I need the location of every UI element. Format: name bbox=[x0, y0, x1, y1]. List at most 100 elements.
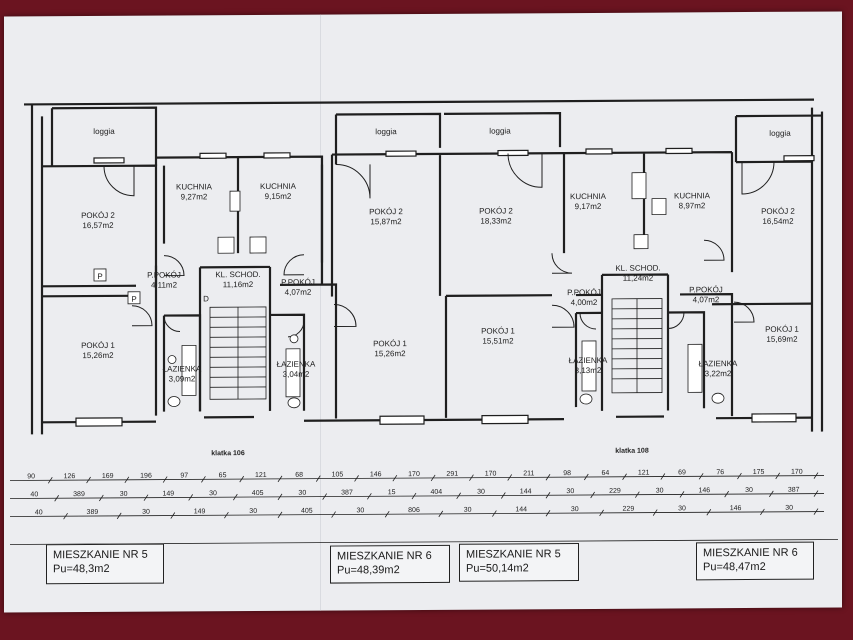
apartment-name: MIESZKANIE NR 5 bbox=[466, 548, 561, 561]
dimension-value: 30 bbox=[745, 487, 753, 494]
dimension-tick bbox=[724, 490, 729, 498]
dimension-value: 144 bbox=[520, 488, 532, 495]
room-area: 3,13m2 bbox=[575, 366, 602, 375]
dimension-tick bbox=[124, 476, 130, 484]
room-name: POKÓJ 2 bbox=[81, 211, 115, 220]
room-name: P.POKÓJ bbox=[281, 278, 315, 287]
room-area: 9,15m2 bbox=[265, 192, 292, 201]
dimension-value: 30 bbox=[142, 509, 150, 516]
room-area: 3,22m2 bbox=[705, 369, 732, 378]
room-area: 9,27m2 bbox=[181, 192, 208, 201]
dimension-tick bbox=[277, 475, 283, 483]
dimension-value: 68 bbox=[295, 472, 303, 479]
dimension-value: 146 bbox=[698, 487, 710, 494]
room-name: KUCHNIA bbox=[674, 191, 711, 200]
dimension-tick bbox=[384, 510, 390, 518]
loggia-label: loggia bbox=[489, 126, 511, 135]
room-area: 3,09m2 bbox=[169, 374, 196, 383]
floor-plan-sheet: loggia loggia loggia loggia POKÓJ 2 16,5… bbox=[4, 11, 842, 613]
room-name: POKÓJ 2 bbox=[479, 206, 513, 215]
kitchen-stoves bbox=[217, 172, 667, 254]
room-name: POKÓJ 1 bbox=[81, 341, 115, 350]
dimension-tick bbox=[63, 512, 68, 520]
dimension-tick bbox=[47, 477, 53, 484]
room-area: 8,97m2 bbox=[679, 201, 706, 210]
room-name: P.POKÓJ bbox=[689, 285, 723, 294]
dimension-tick bbox=[367, 493, 372, 500]
dimension-tick bbox=[201, 476, 206, 483]
dimension-tick bbox=[737, 472, 742, 480]
room-name: POKÓJ 1 bbox=[481, 326, 515, 335]
dimension-value: 146 bbox=[370, 471, 382, 478]
dimension-tick bbox=[501, 492, 506, 499]
dimension-value: 30 bbox=[656, 488, 664, 495]
room-name: POKÓJ 2 bbox=[761, 207, 795, 216]
room-area: 11,16m2 bbox=[223, 280, 254, 289]
dimension-value: 170 bbox=[408, 471, 420, 478]
dimension-tick bbox=[438, 510, 444, 518]
room-area: 15,69m2 bbox=[766, 335, 798, 344]
dimension-value: 170 bbox=[485, 471, 497, 478]
dimension-tick bbox=[679, 491, 685, 498]
room-name: POKÓJ 2 bbox=[369, 207, 403, 216]
bath-fixtures bbox=[167, 334, 725, 409]
room-name: KUCHNIA bbox=[260, 182, 297, 191]
dimension-value: 30 bbox=[249, 508, 257, 515]
dimension-tick bbox=[813, 508, 819, 515]
dimension-value: 30 bbox=[464, 507, 472, 514]
loggia-label: loggia bbox=[93, 127, 115, 136]
dimension-value: 149 bbox=[194, 508, 206, 515]
dimension-value: 30 bbox=[120, 491, 128, 498]
dimension-tick bbox=[188, 494, 193, 501]
dimension-tick bbox=[635, 491, 640, 498]
dimension-value: 98 bbox=[563, 470, 571, 477]
dimension-value: 30 bbox=[678, 505, 686, 512]
room-area: 4,07m2 bbox=[285, 288, 312, 297]
dimension-tick bbox=[706, 509, 712, 516]
apartment-name: MIESZKANIE NR 5 bbox=[53, 548, 148, 562]
dimension-tick bbox=[698, 473, 704, 480]
dimension-tick bbox=[116, 512, 122, 520]
dimension-tick bbox=[775, 472, 781, 480]
apartment-box-4: MIESZKANIE NR 6 Pu=48,47m2 bbox=[696, 541, 814, 581]
apartment-area: Pu=48,3m2 bbox=[53, 562, 110, 576]
dimension-tick bbox=[331, 511, 336, 518]
dimension-value: 30 bbox=[566, 488, 574, 495]
dimension-value: 97 bbox=[180, 472, 188, 479]
dimension-tick bbox=[813, 490, 819, 497]
room-name: ŁAZIENKA bbox=[277, 360, 316, 369]
staircase-label: klatka 106 bbox=[211, 450, 245, 457]
dimension-value: 64 bbox=[602, 470, 610, 477]
dimension-value: 90 bbox=[27, 473, 35, 480]
dimension-tick bbox=[99, 494, 104, 502]
stairs-108 bbox=[611, 298, 663, 394]
room-name: ŁAZIENKA bbox=[163, 364, 202, 373]
room-area: 15,87m2 bbox=[370, 217, 402, 226]
dimension-value: 121 bbox=[638, 470, 650, 477]
room-name: POKÓJ 1 bbox=[373, 339, 407, 348]
dimension-tick bbox=[430, 474, 436, 482]
dimension-value: 30 bbox=[209, 490, 217, 497]
apartment-name: MIESZKANIE NR 6 bbox=[703, 546, 798, 560]
room-name: P.POKÓJ bbox=[147, 270, 181, 279]
room-name: KUCHNIA bbox=[176, 182, 213, 191]
dimension-tick bbox=[392, 474, 398, 482]
dimension-value: 387 bbox=[788, 487, 800, 494]
dimension-value: 175 bbox=[753, 469, 765, 476]
dimension-value: 40 bbox=[30, 491, 38, 498]
dimension-tick bbox=[599, 509, 604, 517]
room-labels: loggia loggia loggia loggia POKÓJ 2 16,5… bbox=[81, 126, 799, 383]
windows bbox=[75, 147, 815, 427]
dimension-value: 144 bbox=[515, 506, 527, 513]
dimension-value: 291 bbox=[446, 471, 458, 478]
dimension-tick bbox=[769, 490, 774, 498]
dimension-value: 170 bbox=[791, 469, 803, 476]
dimension-tick bbox=[233, 493, 238, 501]
dimension-value: 405 bbox=[252, 490, 264, 497]
room-name: KL. SCHOD. bbox=[615, 264, 660, 273]
dimension-tick bbox=[277, 511, 283, 519]
